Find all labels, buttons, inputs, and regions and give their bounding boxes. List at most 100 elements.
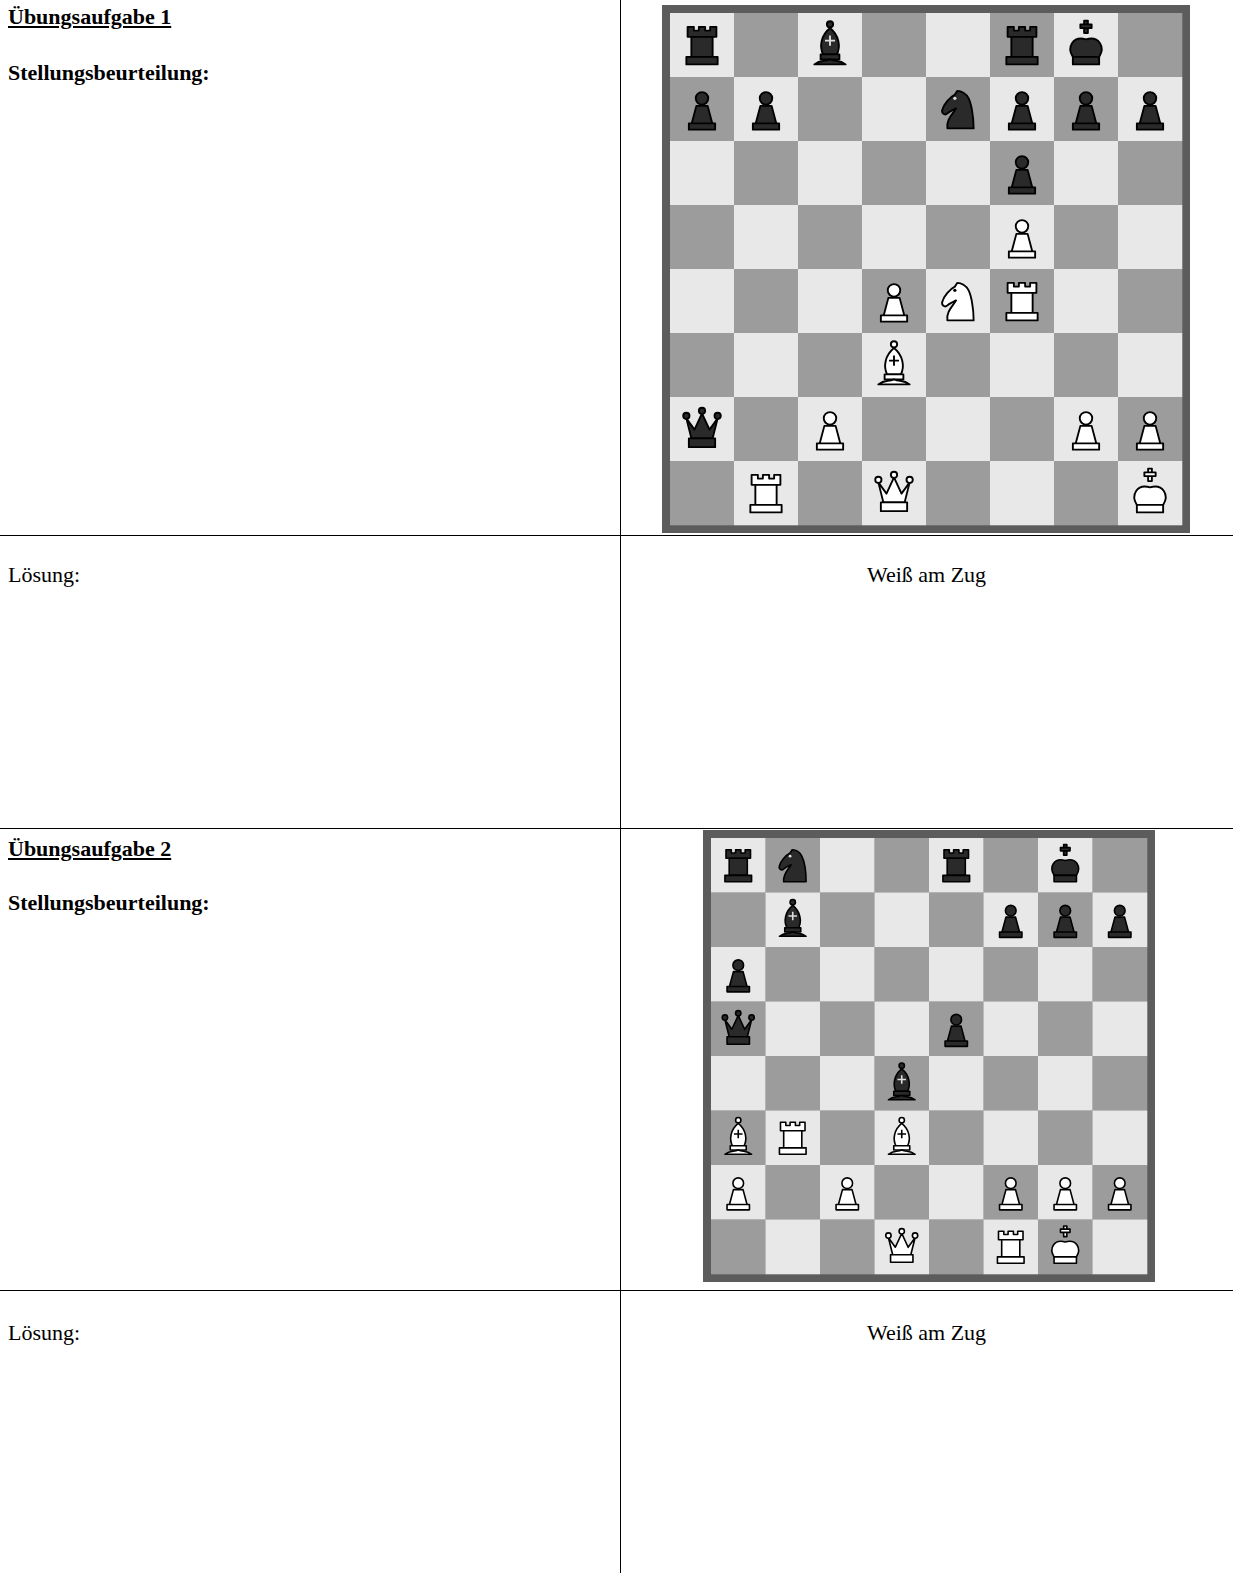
piece-part bbox=[1056, 1190, 1074, 1206]
board-square bbox=[1054, 141, 1118, 205]
piece-part bbox=[1011, 234, 1032, 253]
piece-part bbox=[1052, 1241, 1079, 1257]
piece-part bbox=[942, 91, 974, 129]
table-rule bbox=[0, 1290, 1233, 1291]
board-square bbox=[670, 397, 734, 461]
piece-part bbox=[727, 987, 749, 992]
piece-part bbox=[881, 502, 907, 511]
board-square bbox=[734, 205, 798, 269]
board-square bbox=[929, 947, 984, 1002]
side-to-move: Weiß am Zug bbox=[620, 562, 1233, 588]
piece-part bbox=[819, 426, 840, 445]
board-square bbox=[711, 1220, 766, 1275]
board-square bbox=[820, 838, 875, 893]
piece-part bbox=[729, 972, 747, 988]
piece-part bbox=[945, 1041, 967, 1046]
piece-part bbox=[688, 27, 717, 37]
board-square bbox=[984, 1056, 1039, 1111]
table-rule bbox=[620, 0, 621, 1573]
piece-part bbox=[1011, 106, 1032, 125]
piece-part bbox=[760, 92, 773, 105]
piece-part bbox=[899, 1063, 904, 1068]
board-square bbox=[766, 1111, 821, 1166]
board-square bbox=[926, 269, 990, 333]
piece-part bbox=[907, 477, 913, 483]
piece-part bbox=[1016, 156, 1029, 169]
piece-part bbox=[683, 413, 689, 419]
piece-part bbox=[1144, 472, 1155, 476]
board-square bbox=[990, 205, 1054, 269]
piece-part bbox=[736, 1118, 741, 1123]
board-square bbox=[984, 947, 1039, 1002]
board-square bbox=[670, 333, 734, 397]
piece-part bbox=[1054, 1257, 1076, 1263]
piece-part bbox=[888, 1233, 915, 1254]
piece-part bbox=[1006, 313, 1037, 321]
piece-part bbox=[1005, 1178, 1016, 1189]
piece-part bbox=[1075, 106, 1096, 125]
chess-piece bbox=[1109, 905, 1131, 937]
piece-part bbox=[788, 912, 797, 921]
board-square bbox=[820, 1220, 875, 1275]
piece-eye bbox=[953, 97, 956, 100]
board-square bbox=[1093, 1165, 1148, 1220]
piece-part bbox=[1070, 39, 1101, 57]
board-square bbox=[1118, 13, 1182, 77]
chess-piece bbox=[1009, 156, 1035, 194]
board-square bbox=[926, 13, 990, 77]
piece-part bbox=[779, 932, 806, 936]
piece-part bbox=[699, 408, 705, 414]
chess-piece bbox=[1009, 220, 1035, 258]
piece-part bbox=[894, 1123, 909, 1145]
board-square bbox=[926, 205, 990, 269]
piece-part bbox=[821, 28, 839, 54]
board-square bbox=[875, 947, 930, 1002]
piece-part bbox=[722, 1015, 727, 1020]
board-square bbox=[1054, 205, 1118, 269]
piece-part bbox=[1134, 487, 1165, 505]
chess-piece bbox=[1000, 905, 1022, 937]
piece-part bbox=[1111, 1190, 1129, 1206]
piece-part bbox=[731, 1123, 746, 1145]
piece-part bbox=[1114, 1178, 1125, 1189]
board-square bbox=[1054, 333, 1118, 397]
board-square bbox=[1118, 205, 1182, 269]
piece-part bbox=[1137, 443, 1163, 449]
board-square bbox=[734, 13, 798, 77]
board-square bbox=[929, 893, 984, 948]
piece-part bbox=[725, 1015, 752, 1036]
piece-part bbox=[888, 1150, 915, 1154]
chess-piece bbox=[1054, 905, 1076, 937]
chess-piece bbox=[686, 27, 717, 65]
piece-part bbox=[899, 1118, 904, 1123]
board-square bbox=[766, 893, 821, 948]
piece-part bbox=[753, 123, 779, 129]
piece-part bbox=[729, 858, 747, 875]
piece-part bbox=[1073, 443, 1099, 449]
piece-part bbox=[1009, 187, 1035, 193]
board-square bbox=[984, 838, 1039, 893]
piece-part bbox=[943, 875, 970, 881]
piece-part bbox=[891, 1255, 913, 1262]
board-square bbox=[766, 1002, 821, 1057]
piece-part bbox=[947, 858, 965, 875]
piece-part bbox=[1009, 251, 1035, 257]
board-square bbox=[862, 205, 926, 269]
piece-part bbox=[785, 905, 800, 927]
piece-part bbox=[885, 348, 903, 374]
board-square bbox=[862, 397, 926, 461]
board-square bbox=[984, 1002, 1039, 1057]
board-square bbox=[798, 205, 862, 269]
board-square bbox=[1038, 893, 1093, 948]
piece-part bbox=[881, 315, 907, 321]
piece-part bbox=[1008, 27, 1037, 37]
piece-part bbox=[726, 850, 751, 859]
piece-part bbox=[734, 1130, 743, 1139]
board-square bbox=[875, 838, 930, 893]
chess-piece bbox=[942, 283, 974, 321]
exercise-heading: Übungsaufgabe 1 bbox=[8, 4, 171, 30]
field-label: Lösung: bbox=[8, 562, 80, 588]
piece-eye bbox=[789, 855, 792, 858]
board-square bbox=[734, 397, 798, 461]
chess-piece bbox=[727, 960, 749, 992]
